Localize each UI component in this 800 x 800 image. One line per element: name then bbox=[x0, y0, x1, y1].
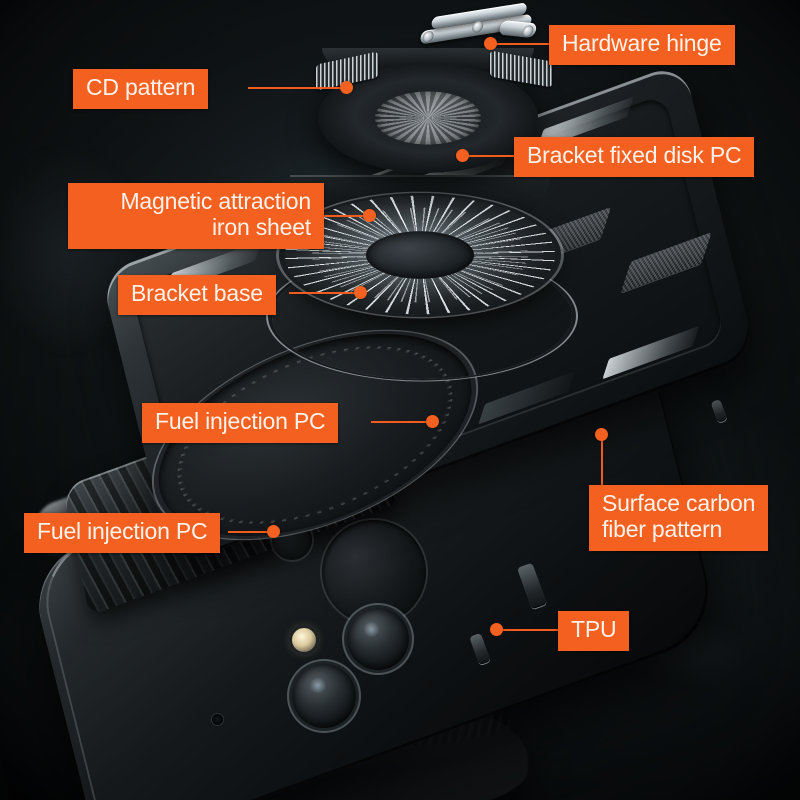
leader-line-hardware-hinge bbox=[488, 43, 550, 45]
flash-led bbox=[292, 628, 316, 652]
microphone-hole bbox=[212, 714, 223, 725]
callout-label-bracket-fixed-disk: Bracket fixed disk PC bbox=[514, 137, 755, 177]
callout-dot-bracket-base bbox=[354, 286, 367, 299]
camera-lens-lower bbox=[292, 664, 356, 728]
callout-dot-magnetic-sheet bbox=[363, 209, 376, 222]
callout-dot-tpu bbox=[490, 623, 503, 636]
leader-line-bracket-base bbox=[289, 292, 361, 294]
callout-dot-fuel-injection-2 bbox=[267, 525, 280, 538]
leader-line-surface-carbon bbox=[601, 437, 603, 485]
callout-dot-surface-carbon bbox=[595, 428, 608, 441]
callout-dot-bracket-fixed-disk bbox=[456, 149, 469, 162]
leader-line-fuel-injection-2 bbox=[228, 531, 274, 533]
leader-line-bracket-fixed-disk bbox=[462, 155, 518, 157]
leader-line-tpu bbox=[497, 629, 559, 631]
callout-label-fuel-injection-2: Fuel injection PC bbox=[24, 513, 221, 553]
callout-label-hardware-hinge: Hardware hinge bbox=[549, 25, 735, 65]
callout-label-fuel-injection-1: Fuel injection PC bbox=[142, 403, 339, 443]
leader-line-magnetic-sheet bbox=[315, 215, 370, 217]
callout-label-cd-pattern: CD pattern bbox=[73, 69, 209, 109]
callout-label-magnetic-sheet: Magnetic attraction iron sheet bbox=[68, 183, 324, 249]
camera-lens-upper bbox=[347, 608, 409, 670]
callout-label-tpu: TPU bbox=[558, 611, 630, 651]
top-button bbox=[710, 398, 728, 424]
leader-line-fuel-injection-1 bbox=[371, 421, 433, 423]
callout-label-surface-carbon: Surface carbon fiber pattern bbox=[589, 485, 769, 551]
leader-line-cd-pattern bbox=[248, 87, 346, 89]
callout-dot-fuel-injection-1 bbox=[426, 415, 439, 428]
callout-dot-hardware-hinge bbox=[484, 37, 497, 50]
callout-dot-cd-pattern bbox=[340, 81, 353, 94]
callout-label-bracket-base: Bracket base bbox=[118, 275, 276, 315]
